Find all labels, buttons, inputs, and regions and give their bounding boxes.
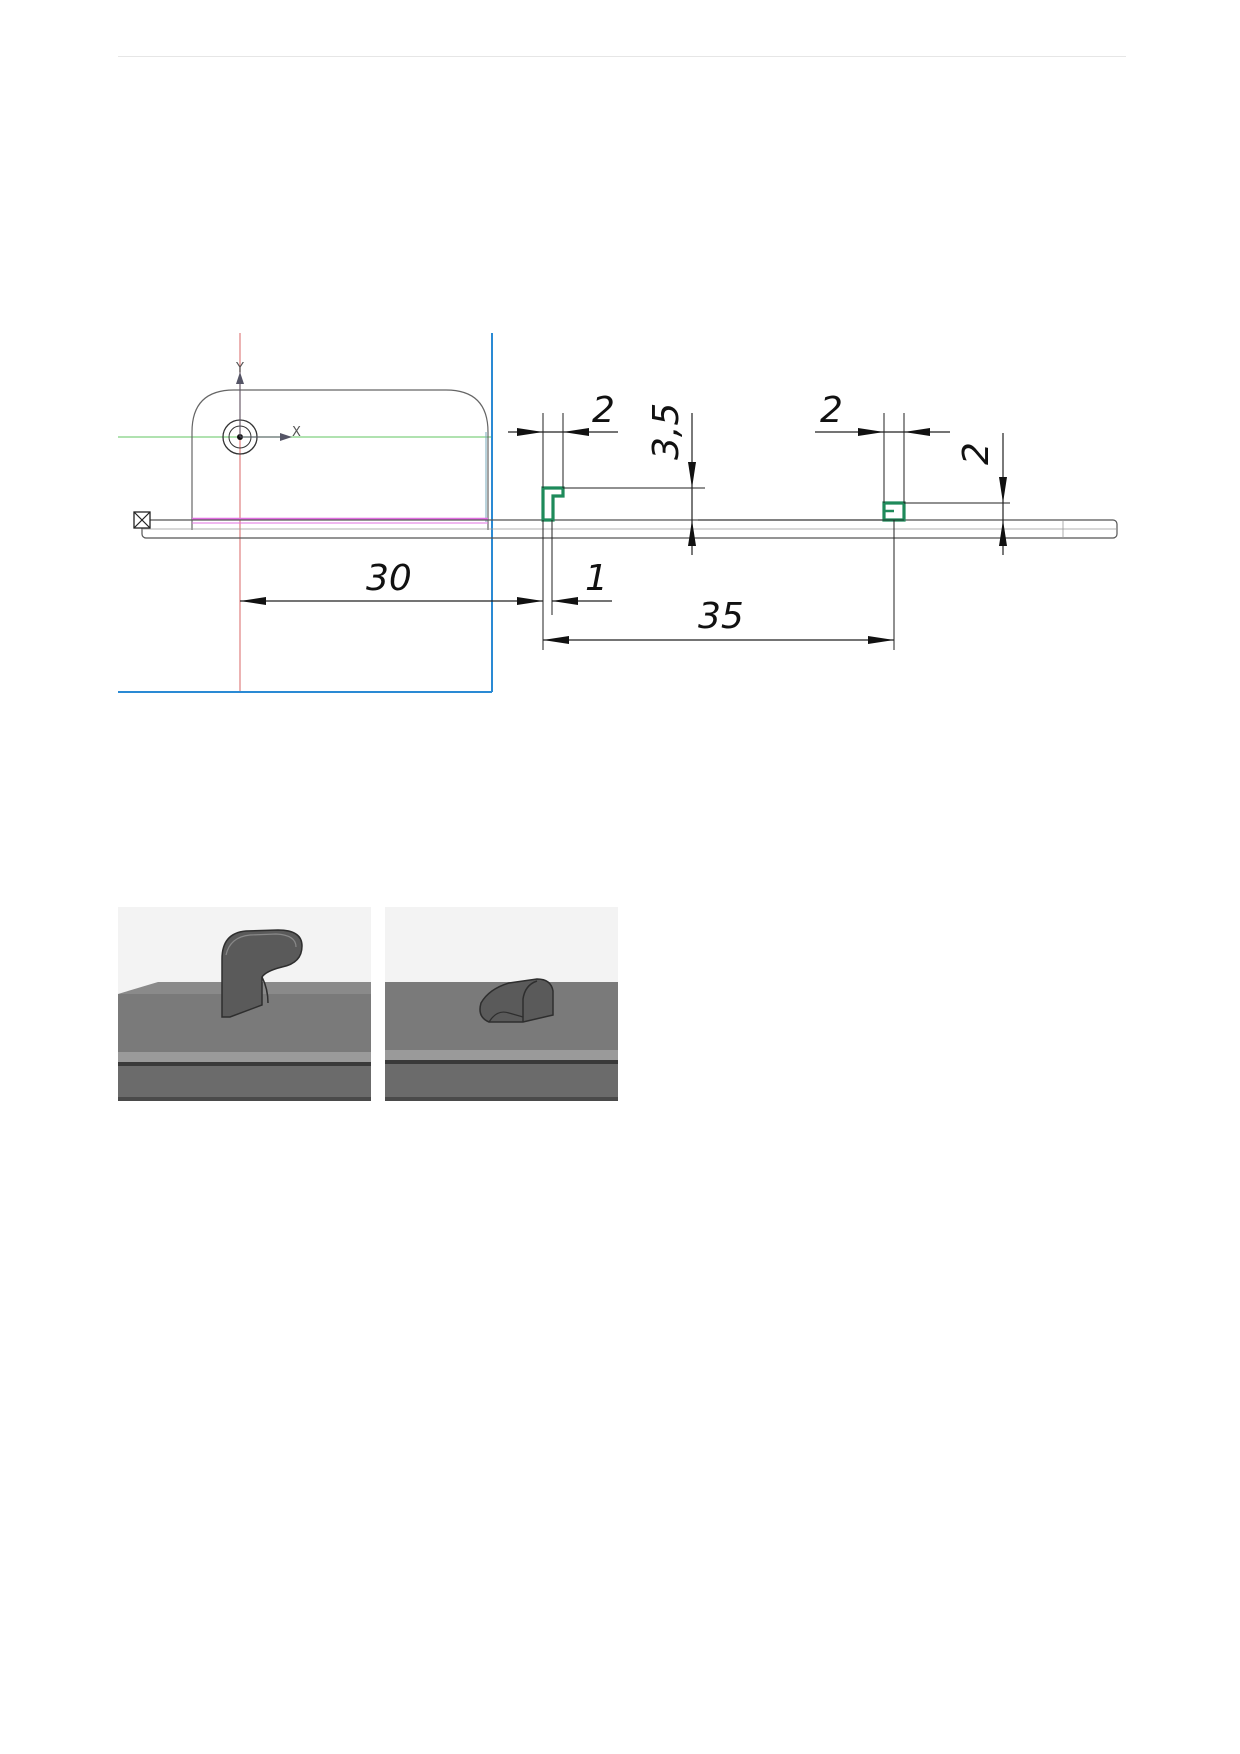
dim-30-arrow-left <box>240 597 266 605</box>
housing-outline <box>191 389 489 530</box>
render-tall-latch-image <box>118 907 371 1101</box>
dim-2v-label: 2 <box>956 442 997 465</box>
dim-2-right-arrow-b <box>904 428 930 436</box>
dim-2-right-arrow-a <box>858 428 884 436</box>
dim-30-label: 30 <box>366 558 412 599</box>
dim-30-arrow-right <box>517 597 543 605</box>
dim-35-label: 35 <box>698 596 744 637</box>
dim-3-5-arrow-top <box>688 462 696 488</box>
y-arrowhead <box>236 372 244 384</box>
dim-1-arrow <box>552 597 578 605</box>
x-arrowhead <box>280 433 292 441</box>
profile-left <box>541 486 565 522</box>
dim-35-arrow-right <box>868 636 894 644</box>
fixed-point-cross-b <box>133 511 151 529</box>
render-tall-latch <box>118 907 371 1101</box>
dim-1-label: 1 <box>585 558 608 599</box>
dim-3-5-arrow-bottom <box>688 520 696 546</box>
dim-2v-arrow-bottom <box>999 520 1007 546</box>
dim-35-arrow-left <box>543 636 569 644</box>
dim-2-left-arrow-b <box>563 428 589 436</box>
cad-sketch: Y X 30 1 35 2 2 3,5 <box>118 333 1118 693</box>
y-axis-label: Y <box>235 361 244 376</box>
dim-2v-arrow-top <box>999 477 1007 503</box>
dim-2-left-label: 2 <box>592 390 615 431</box>
dim-3-5-label: 3,5 <box>646 403 687 460</box>
x-axis-label: X <box>292 425 301 440</box>
dim-2-right-label: 2 <box>820 390 843 431</box>
dim-2-left-arrow-a <box>517 428 543 436</box>
render-short-latch-image <box>385 907 618 1101</box>
page-top-rule <box>118 56 1126 57</box>
render-short-latch <box>385 907 618 1101</box>
